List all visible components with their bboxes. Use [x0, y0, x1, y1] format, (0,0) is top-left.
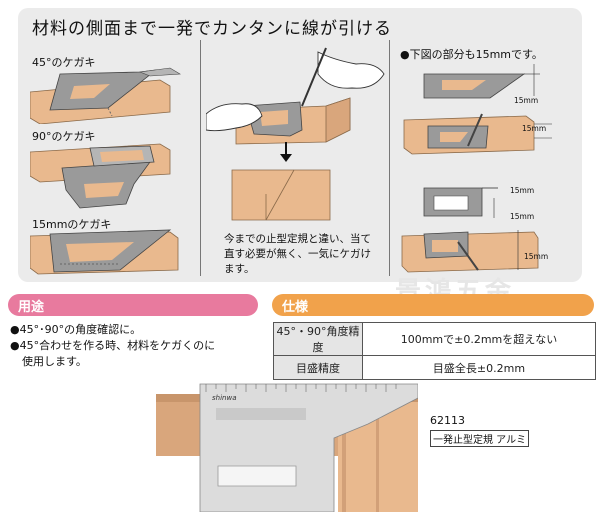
illustration-15mm: [30, 229, 179, 275]
divider-left: [200, 40, 201, 276]
table-row: 45°・90°角度精度 100mmで±0.2mmを超えない: [273, 322, 596, 356]
illustration-marking-hands: [206, 47, 385, 221]
usage-item-3: 使用します。: [22, 355, 87, 368]
product-photo: shinwa: [156, 383, 418, 512]
spec-label: 目盛精度: [273, 355, 363, 380]
dim-label-5: 15mm: [524, 252, 549, 261]
divider-right: [389, 40, 390, 276]
spec-table: 45°・90°角度精度 100mmで±0.2mmを超えない 目盛精度 目盛全長±…: [273, 322, 596, 380]
brand-logo: shinwa: [212, 394, 236, 402]
spec-label: 45°・90°角度精度: [273, 322, 363, 356]
usage-item-2: ●45°合わせを作る時、材料をケガくのに: [10, 339, 216, 352]
illustration-45: [30, 67, 181, 124]
dim-label-3: 15mm: [510, 186, 535, 195]
dim-label-4: 15mm: [510, 212, 535, 221]
right-note: ●下図の部分も15mmです。: [400, 48, 543, 61]
caption-15mm-marking: 15mmのケガキ: [32, 218, 112, 231]
caption-90-marking: 90°のケガキ: [32, 130, 96, 143]
dim-label-2: 15mm: [522, 124, 547, 133]
model-number: 62113: [430, 414, 465, 427]
table-row: 目盛精度 目盛全長±0.2mm: [273, 355, 596, 380]
illustration-15mm-details: [401, 64, 552, 273]
spec-value: 目盛全長±0.2mm: [362, 355, 596, 380]
spec-title: 仕様: [272, 294, 594, 316]
dim-label-1: 15mm: [514, 96, 539, 105]
usage-title: 用途: [8, 294, 258, 316]
center-note: 今までの止型定規と違い、当て直す必要が無く、一気にケガけます。: [224, 233, 371, 275]
spec-value: 100mmで±0.2mmを超えない: [362, 322, 596, 356]
caption-45-marking: 45°のケガキ: [32, 56, 96, 69]
illustration-90: [30, 143, 171, 209]
headline: 材料の側面まで一発でカンタンに線が引ける: [32, 19, 392, 39]
usage-item-1: ●45°･90°の角度確認に。: [10, 323, 142, 336]
model-description: 一発止型定規 アルミ: [430, 430, 530, 447]
